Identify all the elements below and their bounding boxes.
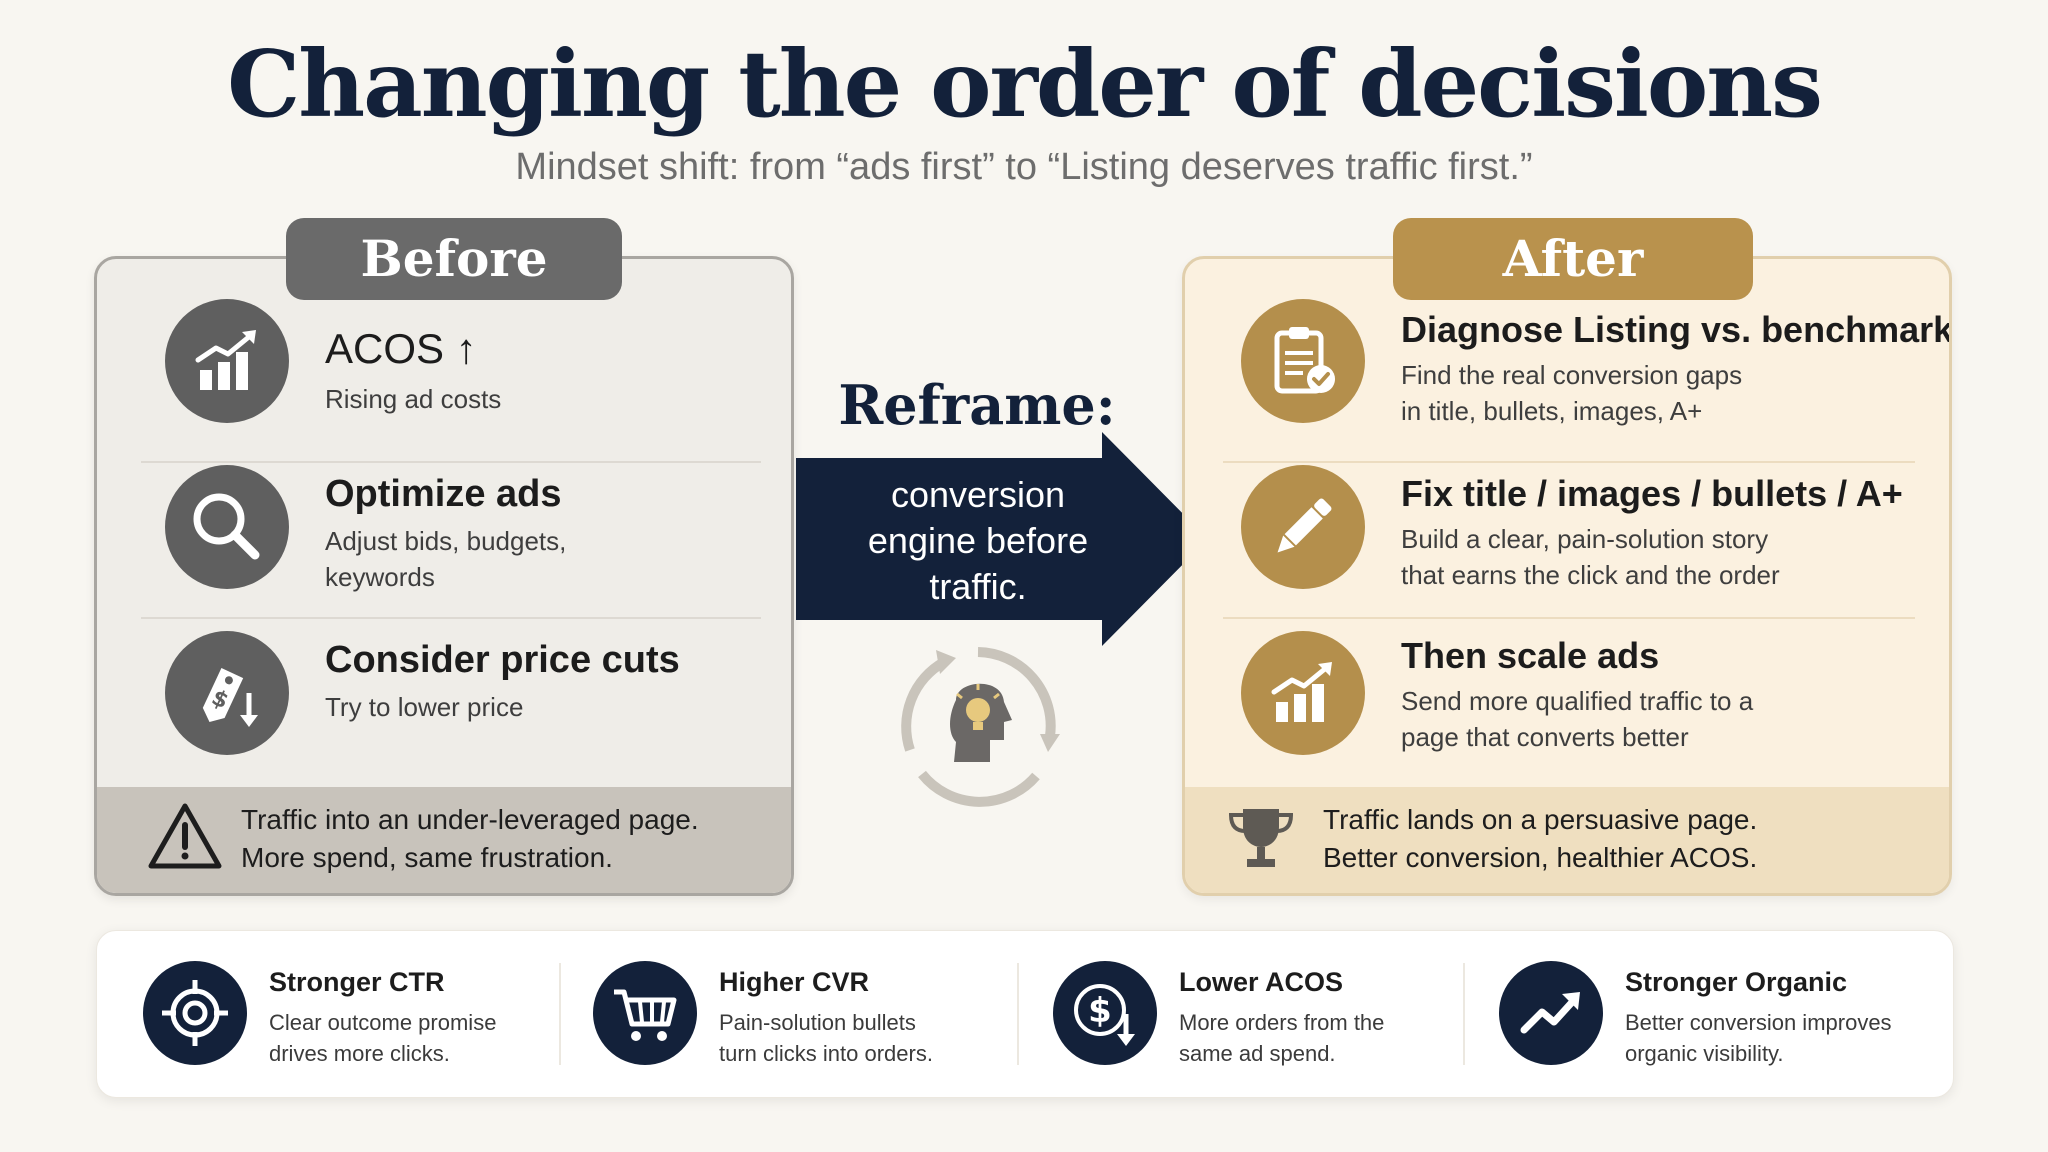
benefits-strip: Stronger CTR Clear outcome promise drive… — [96, 930, 1954, 1098]
reframe-arrow-text: conversion engine before traffic. — [867, 474, 1089, 607]
after-item-scale: Then scale ads Send more qualified traff… — [1185, 617, 1949, 777]
after-footer-text: Traffic lands on a persuasive page. Bett… — [1323, 804, 1758, 873]
divider — [1223, 617, 1915, 619]
before-item-desc: Rising ad costs — [325, 384, 502, 414]
price-tag-down-icon: $ — [165, 631, 289, 755]
trend-up-icon — [1499, 961, 1603, 1065]
benefit-desc: Clear outcome promise drives more clicks… — [269, 1010, 497, 1066]
clipboard-check-icon — [1241, 299, 1365, 423]
after-item-fix: Fix title / images / bullets / A+ Build … — [1185, 451, 1949, 619]
benefit-cvr: Higher CVR Pain-solution bullets turn cl… — [547, 931, 1007, 1097]
before-panel: ACOS ↑ Rising ad costs Optimize ads Adju… — [94, 256, 794, 896]
divider — [141, 461, 761, 463]
reframe-label: Reframe: — [838, 373, 1116, 437]
growth-chart-icon — [1241, 631, 1365, 755]
benefit-acos: $ Lower ACOS More orders from the same a… — [1007, 931, 1467, 1097]
idea-cycle-icon — [892, 640, 1064, 817]
before-item-desc: Adjust bids, budgets, keywords — [325, 526, 567, 592]
after-item-diagnose: Diagnose Listing vs. benchmark Find the … — [1185, 283, 1952, 463]
benefit-title: Stronger Organic — [1625, 967, 1848, 997]
before-footer: Traffic into an under-leveraged page. Mo… — [97, 787, 791, 893]
benefit-desc: Better conversion improves organic visib… — [1625, 1010, 1892, 1066]
after-item-title: Fix title / images / bullets / A+ — [1401, 473, 1903, 514]
benefit-ctr: Stronger CTR Clear outcome promise drive… — [97, 931, 557, 1097]
after-item-desc: Send more qualified traffic to a page th… — [1401, 686, 1754, 752]
separator — [1463, 963, 1465, 1065]
reframe-arrow — [796, 432, 1212, 651]
page-title: Changing the order of decisions — [227, 30, 1823, 138]
before-item-desc: Try to lower price — [325, 692, 524, 722]
benefit-desc: More orders from the same ad spend. — [1179, 1010, 1385, 1066]
svg-text:$: $ — [1088, 991, 1112, 1031]
divider — [1223, 461, 1915, 463]
before-item-price-cuts: $ Consider price cuts Try to lower price — [97, 617, 791, 777]
tab-before: Before — [286, 218, 622, 300]
separator — [559, 963, 561, 1065]
warning-icon — [147, 801, 223, 876]
benefit-title: Lower ACOS — [1179, 967, 1344, 997]
before-item-acos: ACOS ↑ Rising ad costs — [97, 283, 791, 463]
cart-icon — [593, 961, 697, 1065]
before-item-title: Consider price cuts — [325, 639, 680, 681]
before-item-title: ACOS ↑ — [325, 325, 477, 372]
benefit-title: Stronger CTR — [269, 967, 445, 997]
benefit-desc: Pain-solution bullets turn clicks into o… — [719, 1010, 933, 1066]
page-subtitle: Mindset shift: from “ads first” to “List… — [515, 146, 1533, 188]
before-item-optimize-ads: Optimize ads Adjust bids, budgets, keywo… — [97, 451, 791, 619]
pencil-icon — [1241, 465, 1365, 589]
after-item-title: Then scale ads — [1401, 635, 1660, 676]
rising-bar-chart-icon — [165, 299, 289, 423]
before-item-title: Optimize ads — [325, 473, 562, 515]
after-item-desc: Build a clear, pain-solution story that … — [1401, 524, 1780, 590]
benefit-title: Higher CVR — [719, 967, 870, 997]
after-item-title: Diagnose Listing vs. benchmark — [1401, 309, 1952, 350]
magnifier-icon — [165, 465, 289, 589]
benefit-organic: Stronger Organic Better conversion impro… — [1453, 931, 1949, 1097]
divider — [141, 617, 761, 619]
after-item-desc: Find the real conversion gaps in title, … — [1401, 360, 1743, 426]
after-panel: Diagnose Listing vs. benchmark Find the … — [1182, 256, 1952, 896]
trophy-icon — [1225, 801, 1297, 878]
tab-after: After — [1393, 218, 1753, 300]
before-footer-text: Traffic into an under-leveraged page. Mo… — [241, 804, 699, 873]
target-icon — [143, 961, 247, 1065]
after-footer: Traffic lands on a persuasive page. Bett… — [1185, 787, 1949, 893]
separator — [1017, 963, 1019, 1065]
dollar-down-icon: $ — [1053, 961, 1157, 1065]
